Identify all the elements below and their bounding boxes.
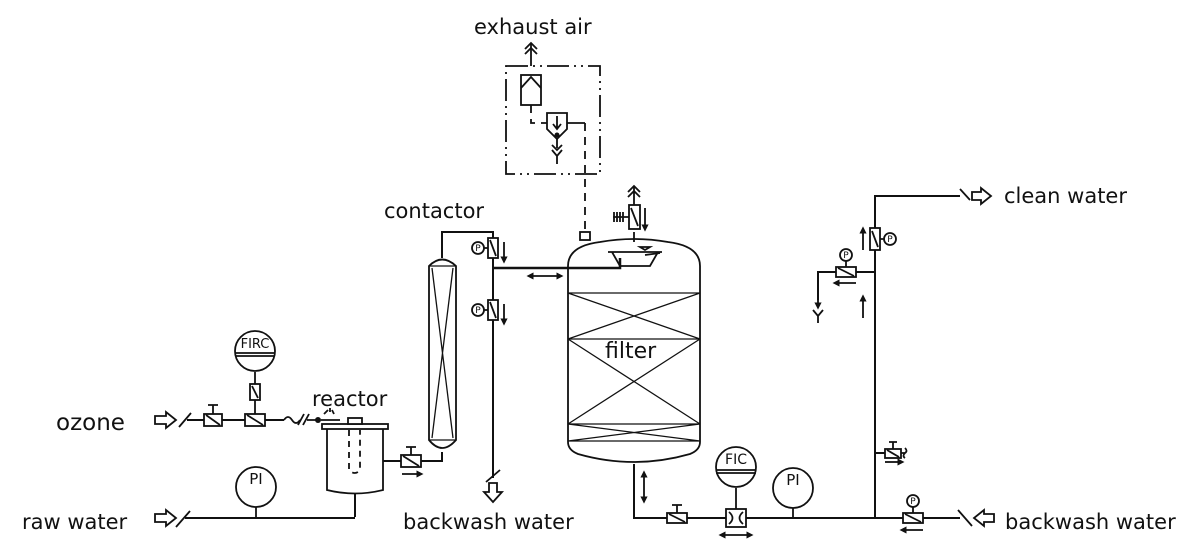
- riser-pipe: [874, 195, 960, 518]
- control-valve-stem: [246, 400, 264, 426]
- label-backwash-water-in: backwash water: [1005, 510, 1176, 534]
- spring-icon: [613, 207, 639, 227]
- reactor-dip-tube: [348, 430, 361, 474]
- filter-vent-port: [579, 231, 591, 241]
- filter-outlet-pipe: [633, 464, 667, 519]
- drain-funnel-icon: [812, 309, 824, 323]
- pi-outlet-label: PI: [786, 471, 799, 489]
- filter-media: [567, 292, 701, 442]
- pressure-gauge-icon: [883, 232, 897, 246]
- hose-joint: [315, 417, 321, 423]
- valve-handle: [205, 404, 221, 426]
- ozone-line: FIRC: [154, 330, 340, 430]
- pi-raw-instrument[interactable]: [235, 466, 277, 508]
- reactor-vessel: [321, 417, 401, 517]
- pi-raw-label: PI: [249, 470, 262, 488]
- filter-vessel: [567, 184, 701, 519]
- valve-mark: [489, 301, 497, 319]
- filter-distributor: [608, 251, 662, 267]
- label-raw-water: raw water: [22, 510, 128, 534]
- raw-water-inlet-arrow-icon: [154, 508, 178, 528]
- pi-outlet-instrument[interactable]: [772, 467, 814, 509]
- reactor-body: [326, 429, 384, 495]
- exhaust-arrow-icon: [524, 41, 538, 55]
- fic-instrument[interactable]: [715, 446, 757, 488]
- exhaust-air-unit: [505, 41, 601, 232]
- label-ozone: ozone: [56, 410, 125, 436]
- backwash-out-line: P P: [471, 237, 622, 504]
- label-backwash-water-out: backwash water: [403, 510, 574, 534]
- valve-mark: [904, 507, 922, 523]
- ozone-break: [178, 412, 192, 428]
- filter-inlet-pipe: [493, 258, 622, 270]
- diffuser-icon: [321, 408, 340, 421]
- pressure-gauge-label: P: [475, 306, 481, 316]
- ozone-inlet-arrow-icon: [154, 410, 178, 430]
- actuator-link: [251, 372, 259, 399]
- separator-dot: [554, 132, 560, 138]
- pressure-gauge-label: P: [910, 497, 916, 507]
- drain-pipe: [817, 271, 875, 300]
- backwash-in-break: [957, 509, 973, 527]
- clean-water-outlet-arrow-icon: [971, 186, 993, 206]
- backwash-out-arrow-icon: [481, 482, 505, 504]
- filter-body: [567, 238, 701, 463]
- clean-water-break: [959, 188, 971, 201]
- backwash-in-line: P: [875, 494, 995, 534]
- vent-arrow-icon: [627, 184, 641, 205]
- raw-water-line: PI: [154, 466, 355, 528]
- pressure-gauge-icon: [471, 303, 485, 317]
- pressure-gauge-label: P: [843, 251, 849, 261]
- label-filter: filter: [605, 339, 657, 364]
- feed-pipe: [421, 452, 443, 462]
- label-exhaust-air: exhaust air: [474, 15, 592, 39]
- label-contactor: contactor: [384, 199, 484, 223]
- raw-water-break: [175, 510, 191, 528]
- contactor-column: [428, 231, 494, 449]
- clean-water-riser: P P: [812, 186, 993, 518]
- flex-hose-icon: [283, 413, 317, 426]
- filter-outlet-line: FIC PI: [666, 446, 875, 539]
- drain-icon: [551, 139, 563, 164]
- fic-label: FIC: [725, 452, 747, 468]
- backwash-inlet-arrow-icon: [972, 508, 995, 528]
- exhaust-filter-box: [520, 74, 542, 106]
- reactor-port: [347, 417, 363, 425]
- flow-meter-mark: [728, 511, 744, 525]
- pressure-gauge-label: P: [475, 244, 481, 254]
- label-reactor: reactor: [312, 387, 388, 411]
- contactor-feed: [400, 446, 443, 478]
- valve-mark: [837, 261, 855, 277]
- firc-label: FIRC: [241, 337, 270, 352]
- label-clean-water: clean water: [1004, 184, 1127, 208]
- contactor-top-pipe: [441, 231, 494, 258]
- separator-arrow: [552, 116, 562, 131]
- flow-meter[interactable]: [725, 508, 747, 528]
- valve-handle: [402, 446, 420, 467]
- valve-handle: [668, 504, 686, 523]
- pressure-gauge-icon: [906, 494, 920, 508]
- pressure-gauge-label: P: [887, 235, 893, 245]
- pressure-gauge-icon: [471, 241, 485, 255]
- firc-divider: [235, 352, 275, 357]
- pressure-gauge-icon: [839, 248, 853, 262]
- exhaust-signal-line: [530, 105, 547, 124]
- exhaust-enclosure: [505, 65, 601, 175]
- valve-mark: [489, 239, 497, 257]
- fic-divider: [716, 469, 756, 474]
- level-mark: [636, 246, 661, 256]
- sample-valve-mark: [886, 441, 908, 459]
- exhaust-filter-mark: [520, 75, 542, 89]
- contactor-packing: [429, 265, 456, 441]
- firc-instrument[interactable]: [234, 330, 276, 372]
- backwash-break: [485, 469, 501, 483]
